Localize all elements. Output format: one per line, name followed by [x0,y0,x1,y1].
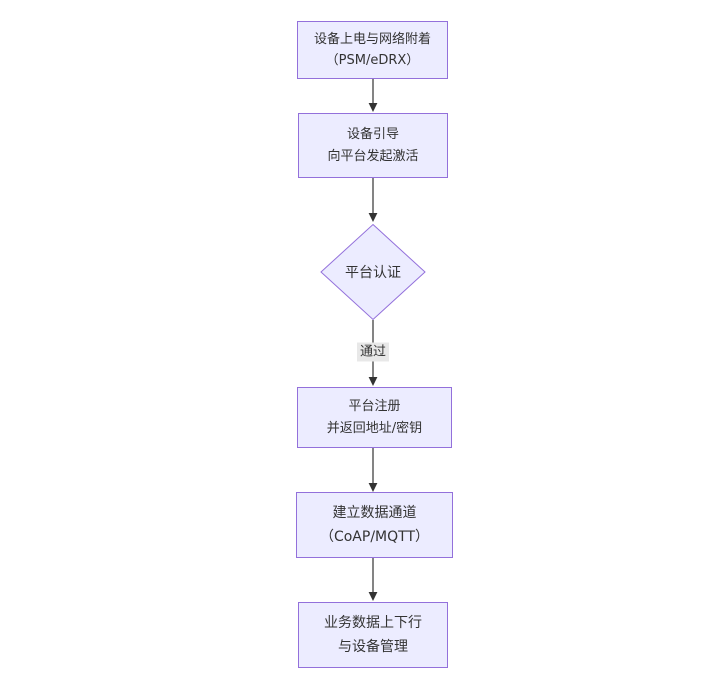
node-platform-register-line2: 并返回地址/密钥 [326,420,423,436]
node-power-attach-line2: （PSM/eDRX） [325,53,420,68]
node-platform-register: 平台注册 并返回地址/密钥 [297,387,452,448]
node-data-channel-line2: （CoAP/MQTT） [319,529,430,545]
node-platform-auth-label: 平台认证 [345,265,401,281]
node-bootstrap-line2: 向平台发起激活 [327,148,419,164]
node-business-data-line1: 业务数据上下行 [324,615,422,631]
edge-label-pass: 通过 [356,342,390,362]
node-power-attach-line1: 设备上电与网络附着 [313,32,431,47]
node-bootstrap: 设备引导 向平台发起激活 [298,113,448,178]
node-bootstrap-line1: 设备引导 [346,126,399,142]
edge-power-to-bootstrap [368,79,378,112]
node-platform-auth-diamond [320,223,426,321]
node-data-channel: 建立数据通道 （CoAP/MQTT） [296,492,453,558]
node-platform-register-line1: 平台注册 [348,398,401,414]
edge-register-to-channel [368,448,378,492]
edge-channel-to-business [368,558,378,601]
node-data-channel-line1: 建立数据通道 [332,505,417,521]
node-business-data: 业务数据上下行 与设备管理 [298,602,448,668]
node-power-attach: 设备上电与网络附着 （PSM/eDRX） [297,21,448,79]
edge-bootstrap-to-auth [368,178,378,222]
node-business-data-line2: 与设备管理 [338,639,408,655]
